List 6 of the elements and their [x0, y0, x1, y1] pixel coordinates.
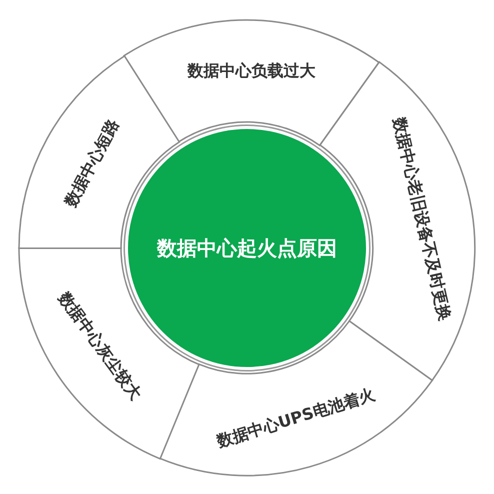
segment-label: 数据中心负载过大 — [188, 62, 316, 80]
segment-label: 数据中心UPS电池着火 — [214, 386, 377, 451]
center-title: 数据中心起火点原因 — [157, 234, 337, 262]
segment-label: 数据中心短路 — [62, 116, 122, 210]
segment-label: 数据中心老旧设备不及时更换 — [390, 116, 454, 322]
segment-label: 数据中心灰尘较大 — [55, 290, 145, 404]
